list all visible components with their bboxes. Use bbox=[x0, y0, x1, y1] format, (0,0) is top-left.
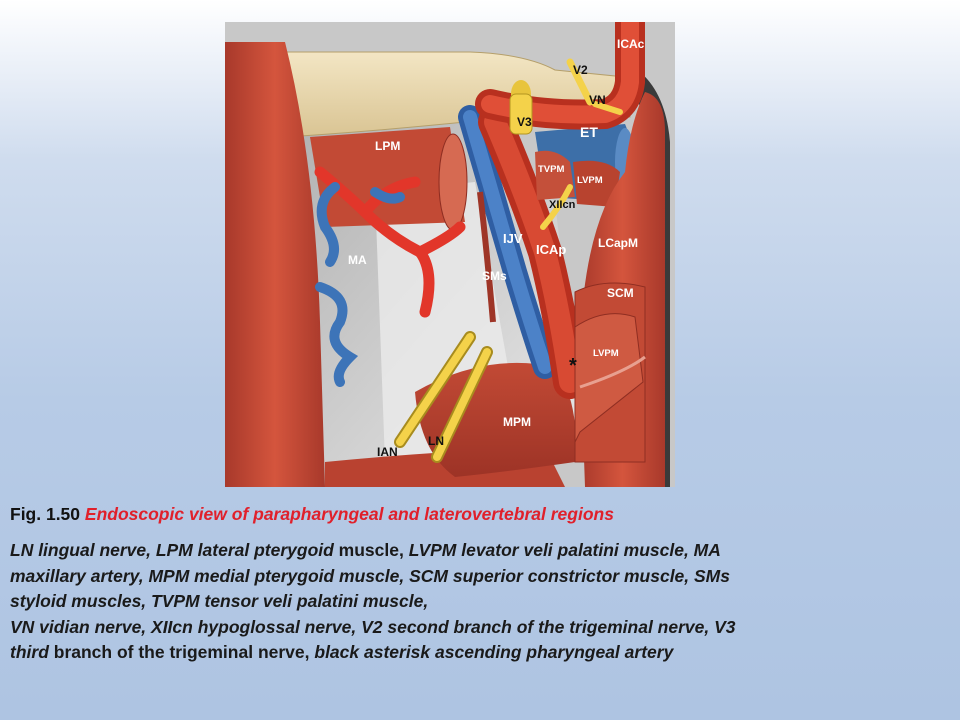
label-lcapm: LCapM bbox=[598, 236, 638, 250]
sms-muscle bbox=[477, 191, 496, 323]
caption-line-5-part-1: third bbox=[10, 642, 49, 662]
pterygoid-veins bbox=[315, 182, 405, 387]
lpm-cut-surface bbox=[438, 133, 468, 231]
caption-line-3-text: styloid muscles, TVPM tensor veli palati… bbox=[10, 591, 429, 611]
label-ma: MA bbox=[348, 253, 367, 267]
label-icap: ICAp bbox=[536, 242, 566, 257]
caption-line-1-part-1: LN lingual nerve, LPM lateral pterygoid bbox=[10, 540, 334, 560]
caption-line-3: styloid muscles, TVPM tensor veli palati… bbox=[10, 589, 950, 615]
label-icac: ICAc bbox=[617, 37, 645, 51]
caption-line-5-part-2: branch of the trigeminal nerve, bbox=[48, 642, 315, 662]
label-lvpm-bottom: LVPM bbox=[593, 348, 619, 359]
anatomy-svg: ICAc V2 VN V3 ET LPM TVPM LVPM XIIcn IJV… bbox=[225, 22, 675, 487]
trigeminal-nerves bbox=[509, 58, 623, 135]
label-ln: LN bbox=[428, 434, 444, 448]
lvpm-muscle-top bbox=[573, 160, 620, 207]
caption-line-2-text: maxillary artery, MPM medial pterygoid m… bbox=[10, 565, 730, 586]
caption-line-4: VN vidian nerve, XIIcn hypoglossal nerve… bbox=[10, 615, 950, 641]
label-v2: V2 bbox=[573, 63, 588, 77]
anatomy-illustration: ICAc V2 VN V3 ET LPM TVPM LVPM XIIcn IJV… bbox=[225, 22, 675, 487]
lvpm-cut-line bbox=[579, 355, 646, 389]
ijv-highlight bbox=[463, 110, 552, 374]
xiicn-nerve bbox=[540, 184, 573, 230]
label-sms: SMs bbox=[482, 269, 507, 283]
label-ijv: IJV bbox=[503, 231, 523, 246]
label-vn: VN bbox=[589, 93, 606, 107]
label-mpm: MPM bbox=[503, 415, 531, 429]
caption-line-4-text: VN vidian nerve, XIIcn hypoglossal nerve… bbox=[10, 616, 736, 637]
caption-line-1-part-3: LVPM levator veli palatini muscle, MA bbox=[408, 540, 721, 560]
label-tvpm: TVPM bbox=[538, 164, 564, 175]
mpm-muscle bbox=[415, 362, 576, 477]
caption-body: LN lingual nerve, LPM lateral pterygoid … bbox=[10, 538, 950, 666]
label-et: ET bbox=[580, 124, 598, 140]
caption-fig-number: Fig. 1.50 bbox=[10, 504, 81, 524]
tvpm-muscle bbox=[535, 150, 575, 200]
caption-line-2: maxillary artery, MPM medial pterygoid m… bbox=[10, 564, 950, 590]
caption-line-1-part-2: muscle, bbox=[333, 540, 409, 560]
label-xiicn: XIIcn bbox=[549, 199, 576, 211]
caption-line-1: LN lingual nerve, LPM lateral pterygoid … bbox=[10, 538, 950, 564]
caption-fig-title: Endoscopic view of parapharyngeal and la… bbox=[84, 504, 614, 524]
icap-highlight bbox=[484, 111, 581, 393]
label-asterisk: * bbox=[569, 355, 577, 377]
caption-line-5-part-3: black asterisk ascending pharyngeal arte… bbox=[314, 642, 674, 662]
label-lpm: LPM bbox=[375, 139, 400, 153]
left-muscle-column bbox=[225, 42, 325, 487]
caption-line-5: third branch of the trigeminal nerve, bl… bbox=[10, 640, 950, 666]
ian-ln-nerves bbox=[394, 331, 493, 463]
label-lvpm-top: LVPM bbox=[577, 175, 603, 186]
label-scm: SCM bbox=[607, 286, 634, 300]
caption-title: Fig. 1.50 Endoscopic view of parapharyng… bbox=[10, 502, 950, 526]
figure-caption: Fig. 1.50 Endoscopic view of parapharyng… bbox=[10, 502, 950, 666]
label-v3: V3 bbox=[517, 115, 532, 129]
label-ian: IAN bbox=[377, 445, 398, 459]
